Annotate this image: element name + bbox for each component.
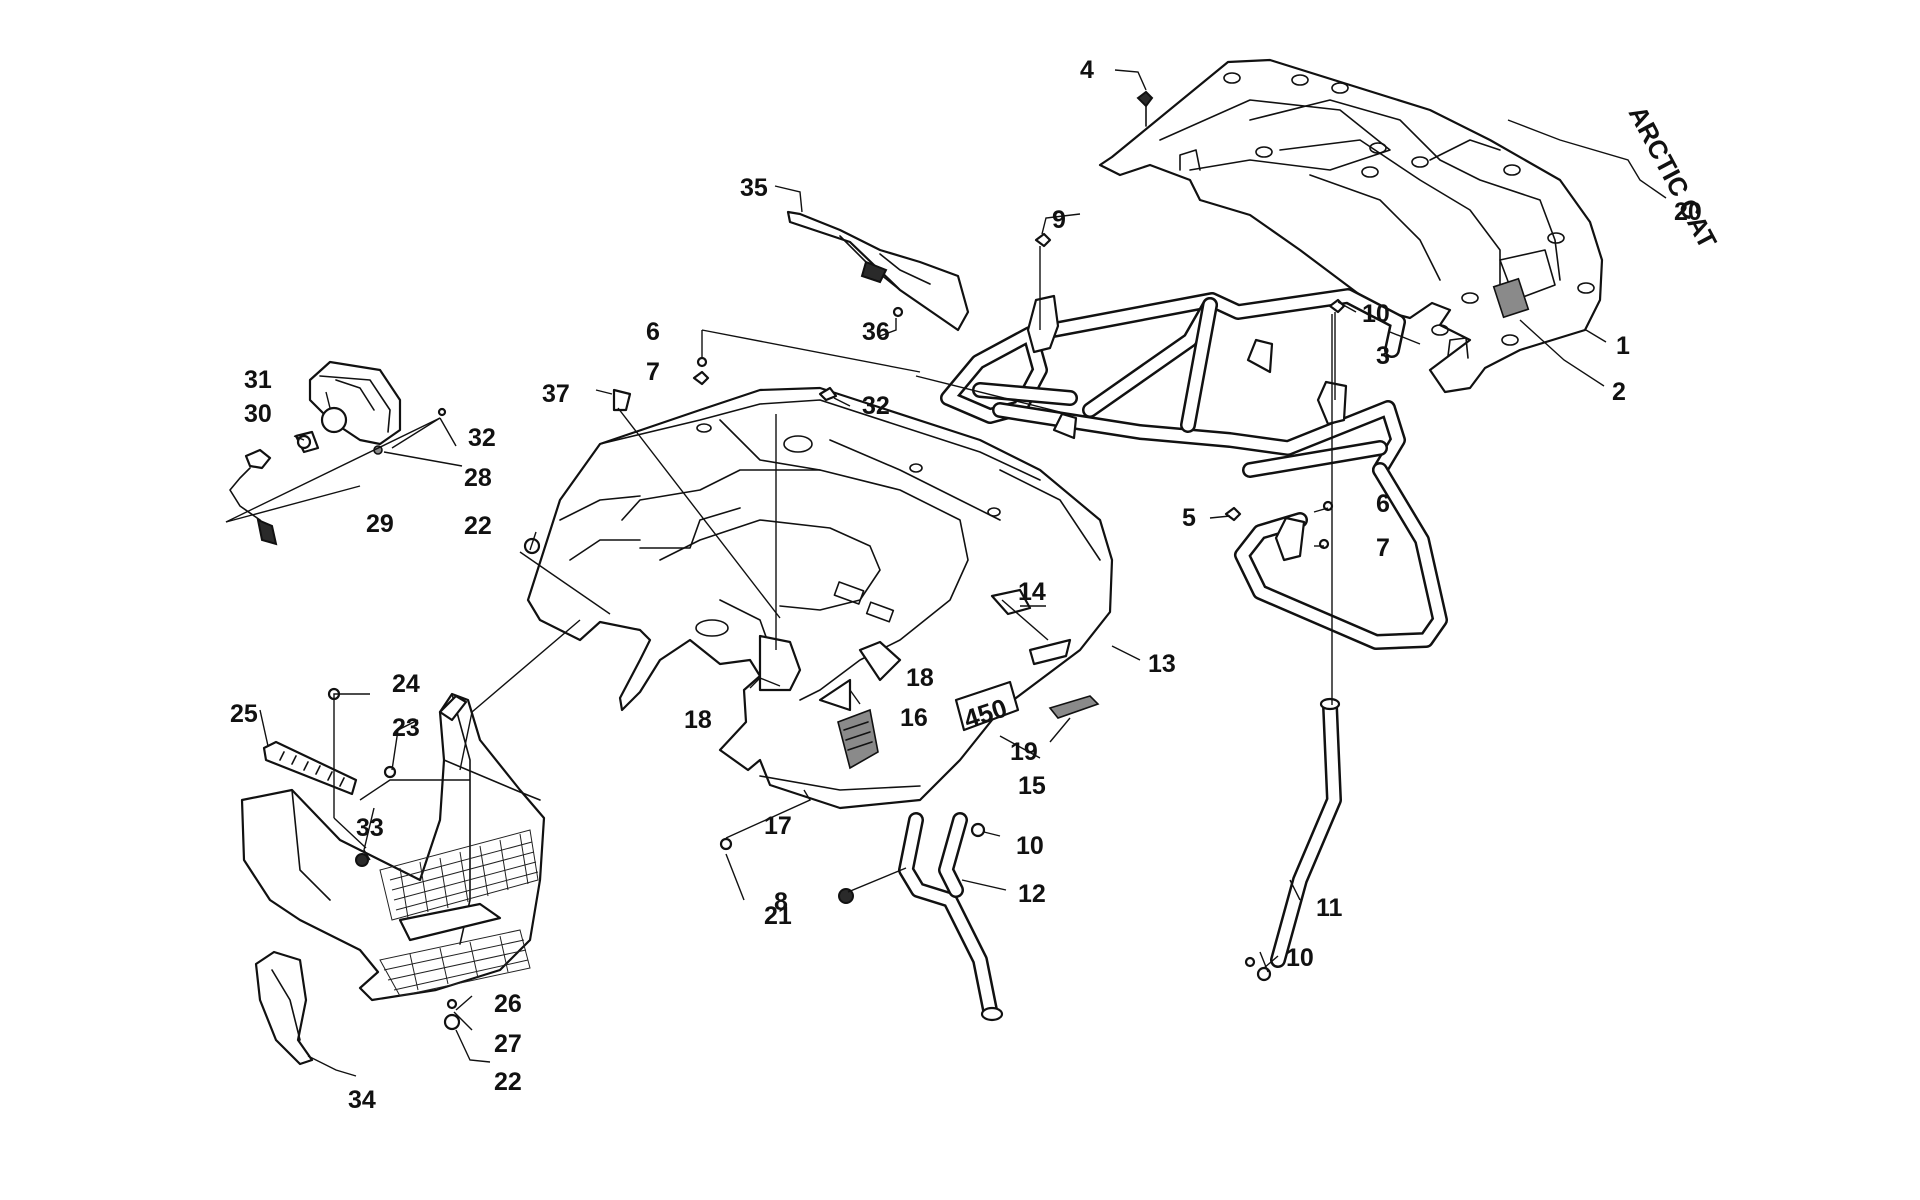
callout-12: 12 — [1018, 880, 1046, 908]
callout-19: 19 — [1010, 738, 1038, 766]
callout-14: 14 — [1018, 578, 1046, 606]
callout-28: 28 — [464, 464, 492, 492]
bolt-10-lower — [1256, 966, 1272, 982]
callout-13: 13 — [1148, 650, 1176, 678]
callout-18-right: 18 — [906, 664, 934, 692]
callout-23: 23 — [392, 714, 420, 742]
callout-6-left: 6 — [646, 318, 660, 346]
washer-27 — [446, 998, 458, 1010]
callout-16: 16 — [900, 704, 928, 732]
callout-2: 2 — [1612, 378, 1626, 406]
callout-15: 15 — [1018, 772, 1046, 800]
callout-32-left: 32 — [468, 424, 496, 452]
callout-29: 29 — [366, 510, 394, 538]
rack-frame — [940, 288, 1448, 650]
screw-36 — [892, 306, 904, 318]
screw-23 — [383, 765, 397, 779]
splash-tab — [438, 694, 468, 722]
reflector-15 — [1048, 695, 1100, 719]
callout-26: 26 — [494, 990, 522, 1018]
callout-25: 25 — [230, 700, 258, 728]
callout-5: 5 — [1182, 504, 1196, 532]
callout-10-mid: 10 — [1016, 832, 1044, 860]
bolt-10-mid — [970, 822, 986, 838]
washer-7-left — [692, 370, 710, 386]
washer-7-right — [1318, 538, 1330, 550]
callout-4: 4 — [1080, 56, 1094, 84]
clip-32-top — [818, 386, 838, 402]
callout-36: 36 — [862, 318, 890, 346]
callout-32-top: 32 — [862, 392, 890, 420]
bolt-4 — [1136, 90, 1154, 108]
bolt-9 — [1034, 232, 1052, 248]
callout-11: 11 — [1316, 894, 1343, 922]
footwell-26 — [240, 692, 546, 1002]
screw-33 — [355, 853, 369, 867]
bolt-5 — [1224, 506, 1242, 522]
rear-rack — [1098, 58, 1604, 394]
callout-34: 34 — [348, 1086, 376, 1114]
safety-decal — [1492, 277, 1530, 319]
callout-35: 35 — [740, 174, 768, 202]
rivet-22-bottom — [443, 1013, 461, 1031]
callout-31: 31 — [244, 366, 272, 394]
warning-decal — [837, 708, 879, 770]
washer-6-left — [696, 356, 708, 368]
footrest-bar-25 — [262, 740, 358, 796]
callout-numbers: 1 2 3 4 5 6 6 7 7 8 9 10 10 10 11 12 13 … — [230, 56, 1702, 1114]
callout-3: 3 — [1376, 342, 1390, 370]
mud-flap-35 — [786, 210, 970, 332]
support-tube-11 — [1244, 697, 1342, 968]
callout-27: 27 — [494, 1030, 522, 1058]
callout-24: 24 — [392, 670, 420, 698]
callout-37: 37 — [542, 380, 570, 408]
taillight-assembly — [229, 360, 447, 546]
callout-7-right: 7 — [1376, 534, 1390, 562]
nut-8 — [838, 888, 854, 904]
leader-lines — [225, 69, 1667, 1077]
callout-9: 9 — [1052, 206, 1066, 234]
heel-guard-34 — [254, 950, 314, 1066]
callout-20: 20 — [1674, 198, 1702, 226]
clip-37 — [612, 388, 632, 412]
callout-8: 8 — [774, 888, 788, 916]
callout-7-left: 7 — [646, 358, 660, 386]
callout-22-bottom: 22 — [494, 1068, 522, 1096]
screw-21 — [719, 837, 733, 851]
callout-22-top: 22 — [464, 512, 492, 540]
callout-10-bottom: 10 — [1286, 944, 1314, 972]
callout-10-top: 10 — [1362, 300, 1390, 328]
callout-21: 21 — [764, 902, 792, 930]
callout-1: 1 — [1616, 332, 1630, 360]
callout-18-left: 18 — [684, 706, 712, 734]
callout-33: 33 — [356, 814, 384, 842]
callout-30: 30 — [244, 400, 272, 428]
callout-6-right: 6 — [1376, 490, 1390, 518]
callout-17: 17 — [764, 812, 792, 840]
support-tube-12 — [898, 812, 1004, 1022]
